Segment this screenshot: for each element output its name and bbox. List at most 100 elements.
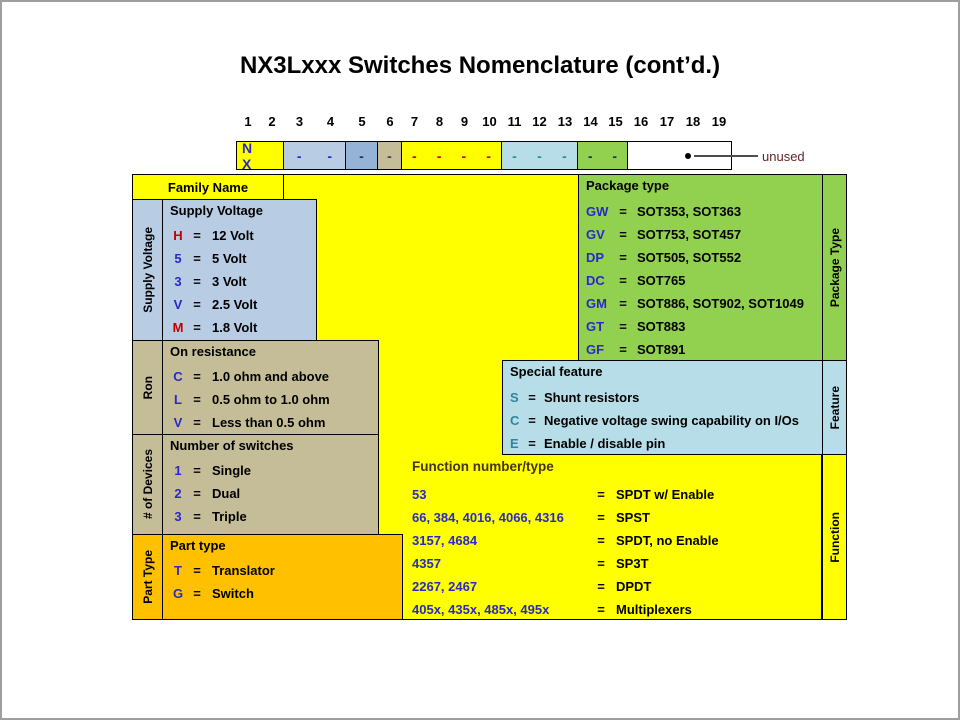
position-number: 14 [583, 114, 598, 129]
option-value: Enable / disable pin [544, 436, 666, 451]
function-block: Function number/type 53=SPDT w/ Enable 6… [402, 454, 822, 620]
code-cell-prefix: N X [236, 140, 284, 172]
option-code: 3 [174, 509, 182, 524]
option-row: V=2.5 Volt [170, 293, 316, 316]
option-row: 1=Single [170, 459, 378, 482]
function-side-strip: Function [822, 454, 847, 620]
option-row: T=Translator [170, 559, 402, 582]
package-type-block: Package type GW=SOT353, SOT363 GV=SOT753… [578, 174, 823, 361]
option-row: GV=SOT753, SOT457 [586, 223, 822, 246]
dash-placeholder: - [296, 147, 302, 164]
option-row: GM=SOT886, SOT902, SOT1049 [586, 292, 822, 315]
option-row: 2267, 2467=DPDT [412, 575, 822, 598]
option-row: G=Switch [170, 582, 402, 605]
dash-placeholder: - [436, 147, 442, 164]
option-value: SOT753, SOT457 [637, 227, 742, 242]
on-resistance-content: On resistance C=1.0 ohm and above L=0.5 … [163, 341, 378, 434]
equals-sign: = [193, 415, 201, 430]
option-row: V=Less than 0.5 ohm [170, 411, 378, 434]
option-code: S [510, 390, 519, 405]
equals-sign: = [193, 228, 201, 243]
equals-sign: = [193, 392, 201, 407]
part-type-content: Part type T=Translator G=Switch [163, 535, 402, 619]
option-code: C [173, 369, 183, 384]
part-type-block: Part Type Part type T=Translator G=Switc… [132, 534, 403, 620]
option-value: 0.5 ohm to 1.0 ohm [212, 392, 330, 407]
equals-sign: = [193, 563, 201, 578]
option-value: Switch [212, 586, 254, 601]
option-code: 5 [174, 251, 182, 266]
option-row: S=Shunt resistors [510, 386, 822, 409]
equals-sign: = [193, 509, 201, 524]
option-code: G [172, 586, 184, 601]
option-code: 3157, 4684 [412, 533, 478, 548]
option-code: V [173, 415, 183, 430]
option-code: M [172, 320, 184, 335]
option-row: DC=SOT765 [586, 269, 822, 292]
option-row: 3=3 Volt [170, 270, 316, 293]
option-row: E = Enable / disable pin [510, 432, 822, 455]
supply-voltage-content: Supply Voltage H=12 Volt 5=5 Volt 3=3 Vo… [163, 200, 316, 340]
option-value: Multiplexers [616, 602, 692, 617]
option-row: 3157, 4684=SPDT, no Enable [412, 529, 822, 552]
code-cell-ron: - [377, 141, 402, 170]
option-row: 66, 384, 4016, 4066, 4316=SPST [412, 506, 822, 529]
dash-placeholder: - [327, 147, 333, 164]
position-number: 13 [557, 114, 573, 129]
position-number: 3 [295, 114, 304, 129]
ron-side-strip: Ron [133, 341, 163, 434]
equals-sign: = [597, 487, 605, 502]
dash-placeholder: - [461, 147, 467, 164]
equals-sign: = [619, 319, 627, 334]
function-header: Function number/type [412, 459, 554, 474]
equals-sign: = [528, 436, 536, 451]
option-value: 1.0 ohm and above [212, 369, 330, 384]
dash-placeholder: - [612, 147, 618, 164]
option-row: M=1.8 Volt [170, 316, 316, 339]
feature-side-strip: Feature [822, 360, 847, 455]
option-code: 405x, 435x, 485x, 495x [412, 602, 550, 617]
feature-side-label: Feature [827, 385, 842, 430]
code-cell-package: - - [577, 141, 628, 170]
option-value: SOT891 [637, 342, 686, 357]
page-title: NX3Lxxx Switches Nomenclature (cont’d.) [239, 52, 721, 79]
function-side-label: Function [827, 511, 842, 563]
option-value: SOT886, SOT902, SOT1049 [637, 296, 804, 311]
position-number: 4 [326, 114, 335, 129]
option-code: DP [586, 250, 605, 265]
option-code: 1 [174, 463, 182, 478]
special-feature-header: Special feature [510, 364, 603, 379]
device-count-side-label: # of Devices [140, 449, 155, 520]
position-number: 10 [482, 114, 497, 129]
option-code: GT [586, 319, 605, 334]
option-code: E [510, 436, 519, 451]
option-value: SOT353, SOT363 [637, 204, 742, 219]
equals-sign: = [619, 273, 627, 288]
family-name-box: Family Name [132, 174, 284, 200]
option-value: 2.5 Volt [212, 297, 258, 312]
option-row: 2=Dual [170, 482, 378, 505]
option-row: GT=SOT883 [586, 315, 822, 338]
unused-label: unused [762, 149, 805, 164]
part-type-side-strip: Part Type [133, 535, 163, 619]
position-number: 11 [507, 114, 522, 129]
equals-sign: = [597, 556, 605, 571]
position-number: 7 [410, 114, 419, 129]
option-row: L=0.5 ohm to 1.0 ohm [170, 388, 378, 411]
position-number: 5 [358, 114, 366, 129]
equals-sign: = [619, 204, 627, 219]
supply-voltage-block: Supply Voltage Supply Voltage H=12 Volt … [132, 199, 317, 341]
equals-sign: = [597, 533, 605, 548]
supply-voltage-side-strip: Supply Voltage [133, 200, 163, 340]
part-type-header: Part type [170, 538, 226, 553]
part-type-side-label: Part Type [140, 550, 155, 604]
option-code: GM [586, 296, 607, 311]
position-number: 17 [659, 114, 675, 129]
option-value: 3 Volt [212, 274, 247, 289]
option-row: GF=SOT891 [586, 338, 822, 361]
option-code: C [510, 413, 520, 428]
option-value: SOT505, SOT552 [637, 250, 742, 265]
dash-placeholder: - [537, 147, 542, 164]
equals-sign: = [193, 369, 201, 384]
option-value: DPDT [616, 579, 652, 594]
